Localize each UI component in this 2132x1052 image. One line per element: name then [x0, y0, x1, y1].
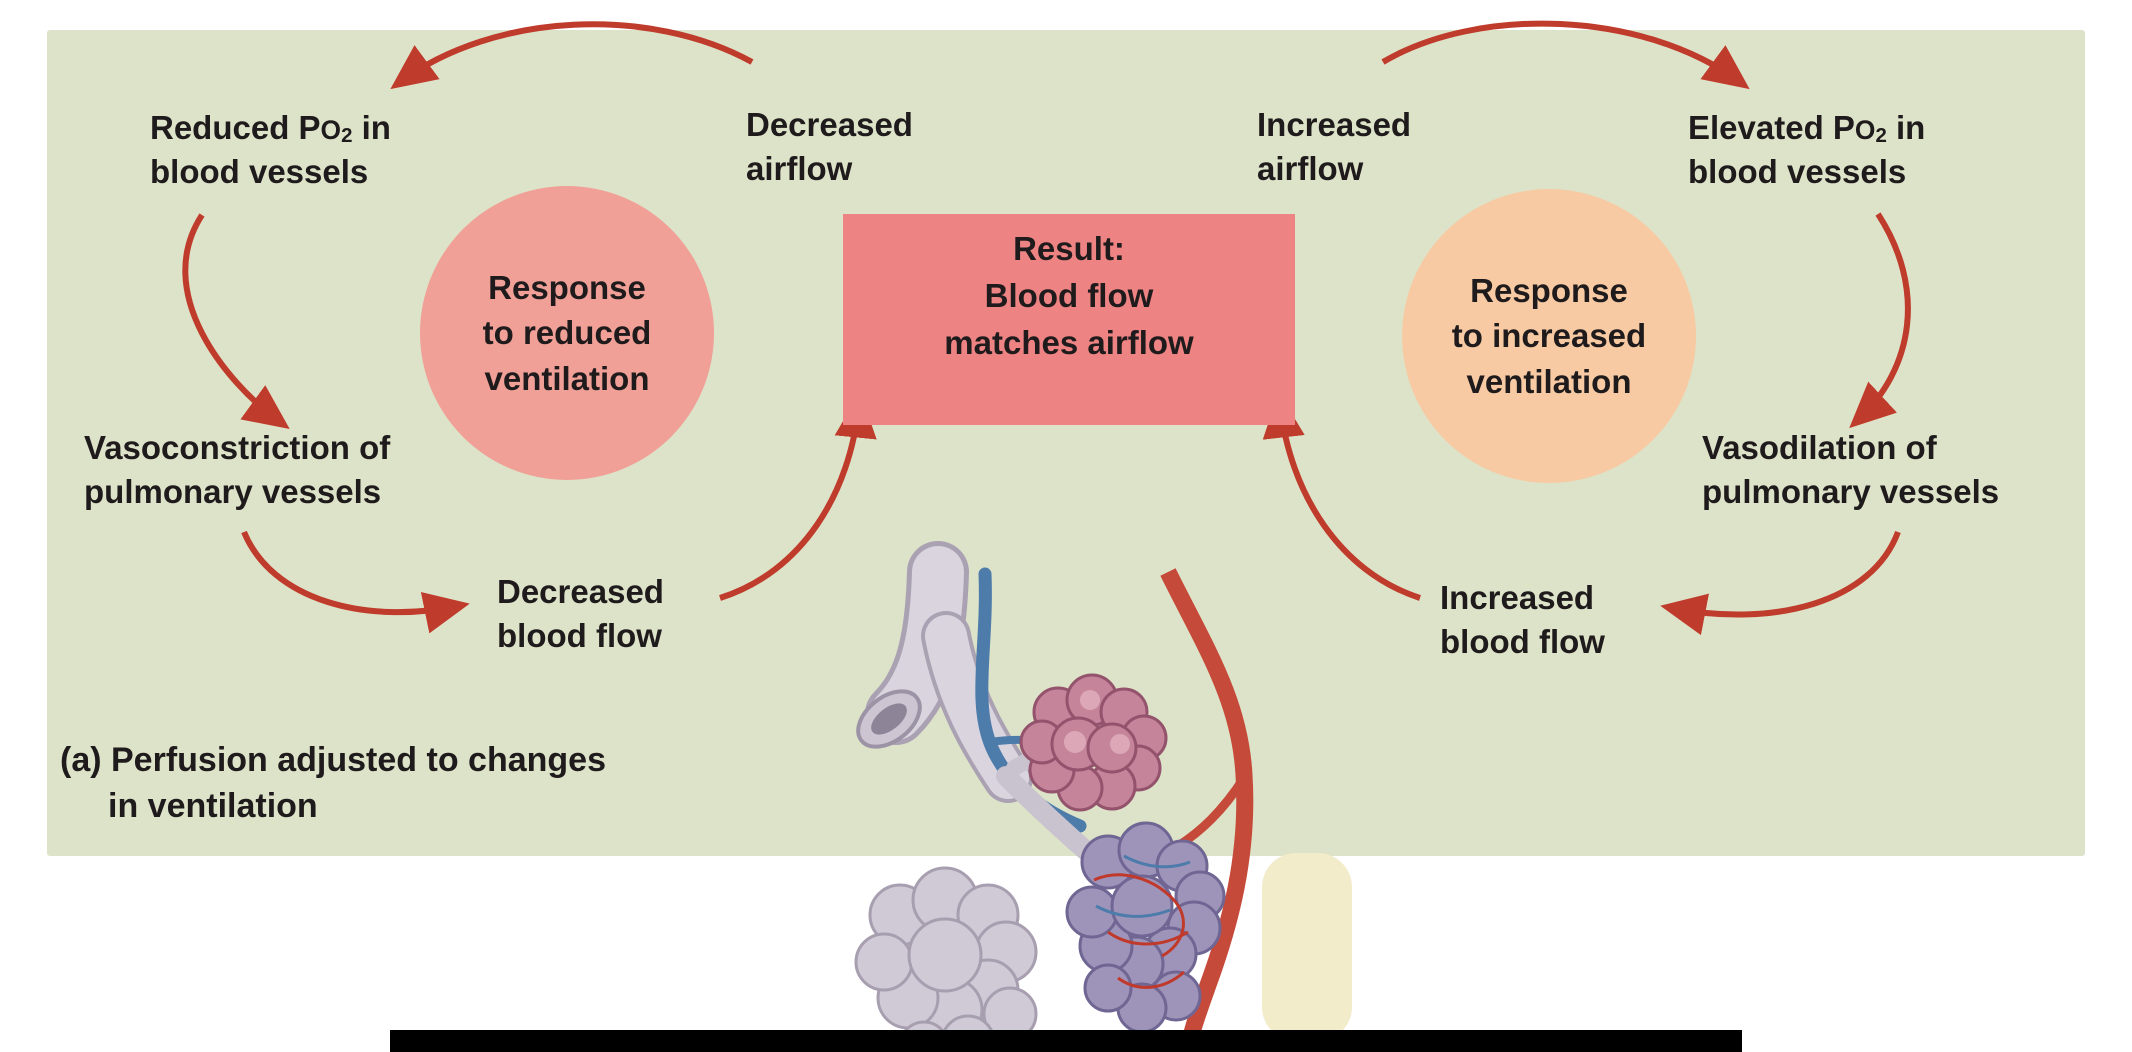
alveoli-cluster-left: [854, 866, 1038, 1052]
node-increased-blood-flow: Increased blood flow: [1440, 576, 1605, 663]
node-line: airflow: [1257, 149, 1364, 187]
node-line: blood vessels: [150, 152, 369, 190]
node-reduced-po2: Reduced PO2 in blood vessels: [150, 106, 391, 193]
node-line: Response: [488, 268, 646, 306]
node-line: Blood flow: [984, 277, 1154, 315]
gas-subscript: 2: [341, 124, 353, 148]
node-vasodilation: Vasodilation of pulmonary vessels: [1702, 426, 1999, 513]
node-line: Elevated PO2 in: [1688, 106, 1925, 150]
figure-caption: (a) Perfusion adjusted to changes in ven…: [60, 738, 606, 830]
bottom-black-bar: [390, 1030, 1742, 1052]
gas-symbol: O: [320, 115, 342, 145]
illustration-backdrop: [1262, 853, 1352, 1041]
node-text: in: [352, 109, 391, 146]
node-line: Reduced PO2 in: [150, 106, 391, 150]
node-line: Decreased: [497, 573, 664, 610]
capillary-network: [1093, 854, 1191, 989]
node-line: ventilation: [1466, 362, 1632, 400]
node-text: Reduced P: [150, 109, 321, 146]
gas-subscript: 2: [1875, 124, 1887, 148]
node-line: to reduced: [482, 314, 652, 352]
gas-symbol: O: [1854, 115, 1876, 145]
node-line: blood vessels: [1688, 152, 1907, 190]
node-decreased-airflow: Decreased airflow: [746, 103, 913, 190]
node-line: to increased: [1451, 317, 1647, 355]
response-to-increased-ventilation-circle: Response to increased ventilation: [1402, 189, 1696, 483]
response-to-reduced-ventilation-circle: Response to reduced ventilation: [420, 186, 714, 480]
caption-line: (a) Perfusion adjusted to changes: [60, 741, 606, 779]
node-text: in: [1886, 109, 1926, 146]
node-line: pulmonary vessels: [84, 472, 382, 510]
node-line: Vasodilation of: [1702, 429, 1937, 466]
node-line: Increased: [1257, 106, 1412, 143]
node-increased-airflow: Increased airflow: [1257, 103, 1411, 190]
node-line: blood flow: [1440, 622, 1605, 660]
node-vasoconstriction: Vasoconstriction of pulmonary vessels: [84, 426, 390, 513]
node-line: Increased: [1440, 579, 1595, 616]
node-line: matches airflow: [944, 323, 1194, 361]
node-line: Result:: [1013, 230, 1125, 268]
node-line: Vasoconstriction of: [84, 429, 391, 466]
node-elevated-po2: Elevated PO2 in blood vessels: [1688, 106, 1925, 193]
result-box: Result: Blood flow matches airflow: [843, 214, 1295, 425]
node-text: Elevated P: [1688, 109, 1855, 146]
node-line: airflow: [746, 149, 853, 187]
node-line: Response: [1470, 271, 1628, 309]
node-line: Decreased: [746, 106, 913, 143]
node-line: blood flow: [497, 616, 662, 654]
node-decreased-blood-flow: Decreased blood flow: [497, 570, 664, 657]
node-line: pulmonary vessels: [1702, 472, 2000, 510]
caption-line: in ventilation: [108, 786, 318, 825]
node-line: ventilation: [484, 359, 650, 397]
